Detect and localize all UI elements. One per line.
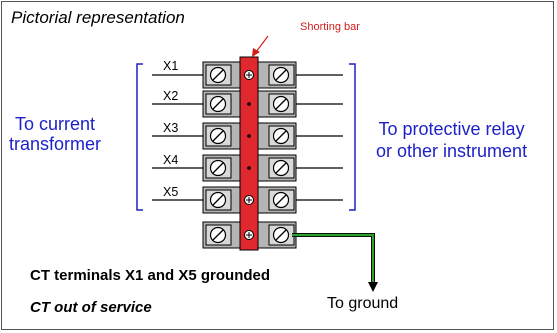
left-wires: X1 X2 X3 X4 X5 — [152, 59, 203, 201]
right-bracket — [349, 63, 356, 211]
ground-label: To ground — [327, 295, 399, 312]
shorting-bar-arrowhead — [252, 48, 260, 57]
protective-relay-label-line1: To protective relay — [378, 119, 525, 139]
shorting-bar-pointer — [255, 35, 269, 53]
shorting-bar-label: Shorting bar — [300, 21, 360, 33]
right-wires — [296, 74, 343, 201]
ground-arrowhead — [368, 282, 378, 292]
diagram-title: Pictorial representation — [11, 8, 185, 27]
terminal-label-x1: X1 — [163, 59, 178, 73]
terminal-label-x5: X5 — [163, 185, 178, 199]
left-bracket — [136, 63, 143, 211]
current-transformer-label-line1: To current — [14, 114, 96, 134]
terminal-label-x3: X3 — [163, 121, 178, 135]
screw-slots — [212, 69, 287, 241]
current-transformer-label: To current transformer — [9, 114, 101, 154]
terminal-label-x4: X4 — [163, 153, 178, 167]
shorting-bar — [239, 56, 259, 251]
caption-grounded: CT terminals X1 and X5 grounded — [30, 267, 271, 284]
protective-relay-label: To protective relay or other instrument — [376, 118, 527, 162]
ground-wire — [292, 233, 375, 283]
caption-out-of-service: CT out of service — [30, 299, 152, 316]
shorting-screws — [244, 70, 254, 240]
current-transformer-label-line2: transformer — [9, 134, 102, 154]
terminal-label-x2: X2 — [163, 89, 178, 103]
protective-relay-label-line2: or other instrument — [376, 141, 528, 161]
